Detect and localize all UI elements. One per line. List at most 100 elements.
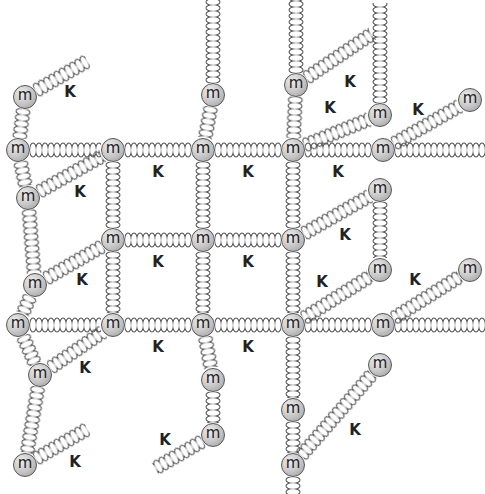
mass-symbol: m — [206, 426, 221, 441]
mass-symbol: m — [463, 91, 478, 106]
mass-ball: m — [101, 228, 125, 252]
mass-ball: m — [16, 186, 40, 210]
mass-ball: m — [6, 138, 30, 162]
spring-connector — [286, 97, 304, 139]
mass-ball: m — [201, 368, 225, 392]
spring-constant-label: K — [76, 273, 88, 288]
spring-connector — [35, 149, 107, 199]
spring-connector — [13, 160, 34, 188]
mass-symbol: m — [28, 276, 43, 291]
spring-connector — [195, 162, 211, 228]
mass-symbol: m — [206, 86, 221, 101]
mass-symbol: m — [106, 231, 121, 246]
mass-symbol: m — [11, 316, 26, 331]
spring-constant-label: K — [64, 85, 76, 100]
spring-connector — [372, 202, 388, 258]
mass-ball: m — [458, 258, 482, 282]
mass-symbol: m — [286, 231, 301, 246]
mass-symbol: m — [206, 371, 221, 386]
mass-symbol: m — [196, 141, 211, 156]
spring-connector — [125, 317, 191, 333]
mass-ball: m — [368, 258, 392, 282]
mass-symbol: m — [18, 456, 33, 471]
mass-ball: m — [371, 138, 395, 162]
mass-ball: m — [23, 273, 47, 297]
spring-connector — [19, 386, 46, 455]
spring-connector — [215, 317, 281, 333]
spring-connector — [197, 335, 218, 369]
spring-coil — [31, 422, 91, 466]
spring-constant-label: K — [152, 165, 164, 180]
spring-connector — [299, 270, 374, 326]
mass-ball: m — [101, 138, 125, 162]
mass-ball: m — [13, 85, 37, 109]
mass-symbol: m — [18, 88, 33, 103]
spring-coil — [285, 477, 301, 494]
spring-connector — [195, 252, 211, 313]
mass-ball: m — [281, 398, 305, 422]
mass-symbol: m — [373, 261, 388, 276]
spring-constant-label: K — [159, 433, 171, 448]
mass-symbol: m — [373, 181, 388, 196]
mass-ball: m — [281, 138, 305, 162]
mass-symbol: m — [21, 189, 36, 204]
mass-symbol: m — [106, 141, 121, 156]
spring-constant-label: K — [152, 255, 164, 270]
spring-constant-label: K — [412, 103, 424, 118]
mass-ball: m — [191, 228, 215, 252]
mass-ball: m — [6, 313, 30, 337]
mass-symbol: m — [11, 141, 26, 156]
mass-ball: m — [458, 88, 482, 112]
mass-symbol: m — [286, 456, 301, 471]
spring-constant-label: K — [332, 165, 344, 180]
spring-coil — [372, 3, 388, 103]
mass-ball: m — [284, 73, 308, 97]
mass-ball: m — [28, 363, 52, 387]
spring-connector — [41, 239, 106, 286]
mass-symbol: m — [286, 141, 301, 156]
spring-connector — [285, 162, 301, 228]
spring-constant-label: K — [242, 165, 254, 180]
spring-constant-label: K — [324, 101, 336, 116]
spring-constant-label: K — [344, 75, 356, 90]
mass-symbol: m — [196, 316, 211, 331]
spring-constant-label: K — [409, 273, 421, 288]
mass-ball: m — [13, 453, 37, 477]
spring-connector — [295, 369, 378, 461]
mass-symbol: m — [289, 76, 304, 91]
spring-connector — [197, 105, 218, 139]
mass-ball: m — [281, 453, 305, 477]
mass-symbol: m — [33, 366, 48, 381]
spring-coil — [205, 0, 221, 83]
mass-symbol: m — [376, 141, 391, 156]
spring-connector — [285, 252, 301, 313]
mass-ball: m — [368, 103, 392, 127]
mass-symbol: m — [376, 316, 391, 331]
spring-constant-label: K — [339, 228, 351, 243]
mass-ball: m — [201, 423, 225, 447]
spring-connector — [285, 337, 301, 398]
spring-connector — [389, 99, 463, 151]
mass-symbol: m — [373, 106, 388, 121]
mass-ball: m — [368, 353, 392, 377]
spring-connector — [205, 392, 221, 423]
spring-connector — [215, 232, 281, 248]
spring-constant-label: K — [242, 340, 254, 355]
mass-symbol: m — [106, 316, 121, 331]
mass-ball: m — [201, 83, 225, 107]
mass-ball: m — [371, 313, 395, 337]
spring-coil — [31, 54, 91, 98]
spring-connector — [215, 142, 281, 158]
mass-ball: m — [368, 178, 392, 202]
spring-connector — [45, 325, 107, 375]
spring-connector — [30, 317, 101, 333]
mass-symbol: m — [286, 401, 301, 416]
spring-constant-label: K — [152, 340, 164, 355]
spring-coil — [288, 0, 304, 73]
mass-ball: m — [101, 313, 125, 337]
spring-connector — [301, 112, 372, 153]
spring-connector — [125, 232, 191, 248]
spring-connector — [389, 270, 464, 326]
spring-connector — [105, 162, 121, 228]
